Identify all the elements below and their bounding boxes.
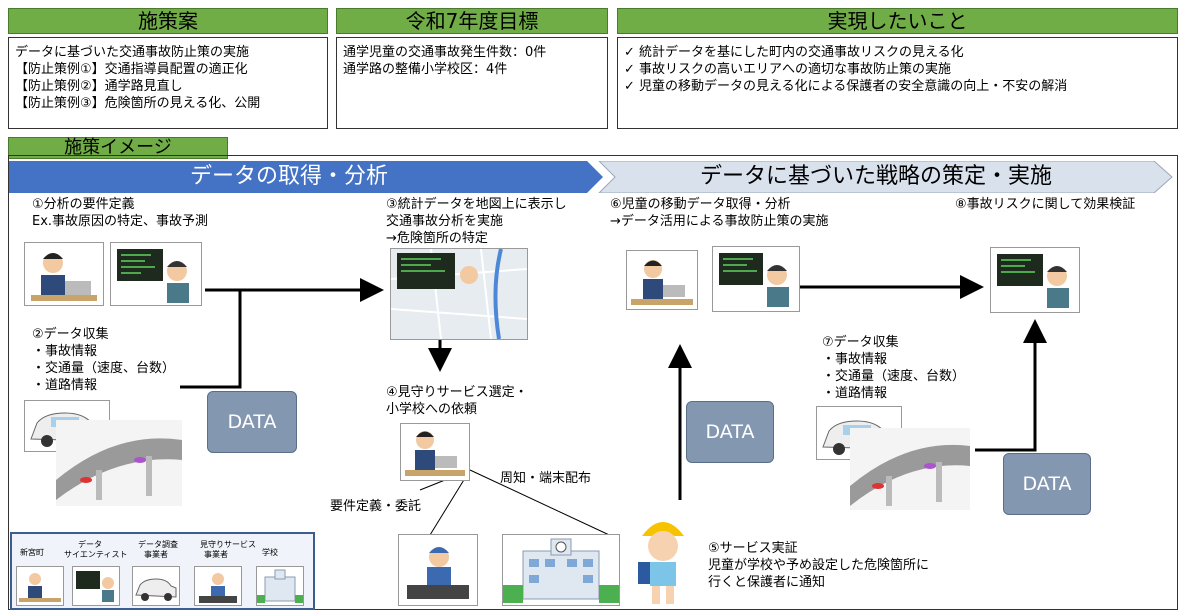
legend-watch-label-1: 見守りサービス [200,540,256,549]
step2-title: ②データ収集 [32,327,109,342]
step3-sub: →危険箇所の特定 [386,231,488,246]
measures-line: 【防止策例②】通学路見直し [15,79,183,94]
step7-item: ・交通量（速度、台数） [822,369,966,384]
school-illustration [502,534,620,606]
arrow-data2-up [975,319,1047,452]
legend-watch-icon [194,566,242,606]
phase1-arrow [9,161,603,193]
goals-line: ✓ 統計データを基にした町内の交通事故リスクの見える化 [624,45,964,60]
step4-sub: 小学校への依頼 [386,402,478,417]
step1-title: ①分析の要件定義 [32,197,135,212]
header-measures: 施策案 [8,8,328,34]
town-staff-illustration [24,242,104,306]
step6-sub: →データ活用による事故防止策の実施 [610,214,829,229]
goals-box: ✓ 統計データを基にした町内の交通事故リスクの見える化 ✓ 事故リスクの高いエリ… [617,37,1178,129]
legend-school-icon [256,566,304,606]
phase-banners [9,161,1173,193]
step2-item: ・事故情報 [32,344,98,359]
phase2-arrow [598,161,1173,193]
road-illustration-2 [850,428,970,510]
phase1-label: データの取得・分析 [190,164,389,189]
legend-town-label: 新宮町 [20,548,44,557]
step4-title: ④見守りサービス選定・ [386,385,528,400]
legend-watch-label-2: 事業者 [204,550,228,559]
step7-title: ⑦データ収集 [822,335,899,350]
step1-sub: Ex.事故原因の特定、事故予測 [32,214,209,229]
legend: 新宮町 データ サイエンティスト データ調査 事業者 見守りサービス 事業者 学… [10,532,315,610]
service-provider-illustration [398,534,478,606]
data-scientist-illustration-3 [990,247,1080,313]
data-scientist-illustration-2 [712,246,800,312]
header-goals: 実現したいこと [617,8,1178,34]
step5-sub: 児童が学校や予め設定した危険箇所に [708,558,930,573]
road-illustration-1 [56,420,182,506]
data-box-3: DATA [1003,453,1091,515]
step7-item: ・事故情報 [822,352,888,367]
image-frame [8,155,1178,610]
step8-title: ⑧事故リスクに関して効果検証 [955,197,1136,212]
line-notice [469,469,621,541]
step5-sub: 行くと保護者に通知 [708,575,826,590]
data-box-2: DATA [686,401,774,463]
goals-line: ✓ 事故リスクの高いエリアへの適切な事故防止策の実施 [624,62,952,77]
notice-label: 周知・端末配布 [500,471,592,486]
legend-survey-icon [132,566,180,606]
goals-line: ✓ 児童の移動データの見える化による保護者の安全意識の向上・不安の解消 [624,79,1068,94]
legend-scientist-label-2: サイエンティスト [64,550,128,559]
measures-line: 【防止策例③】危険箇所の見える化、公開 [15,96,261,111]
header-target: 令和7年度目標 [336,8,608,34]
arrow-data-up [180,290,242,389]
measures-line: 【防止策例①】交通指導員配置の適正化 [15,62,248,77]
measures-line: データに基づいた交通事故防止策の実施 [15,45,250,60]
header-image: 施策イメージ [8,137,228,159]
measures-box: データに基づいた交通事故防止策の実施 【防止策例①】交通指導員配置の適正化 【防… [8,37,328,129]
req-def-label: 要件定義・委託 [330,499,422,514]
map-analysis-illustration [390,248,528,340]
step3-title: ③統計データを地図上に表示し [386,197,567,212]
legend-survey-label-1: データ調査 [138,540,178,549]
step5-title: ⑤サービス実証 [708,541,798,556]
step2-item: ・道路情報 [32,378,98,393]
target-line: 通学路の整備小学校区：4件 [343,62,508,77]
data-box-1: DATA [207,391,297,453]
target-line: 通学児童の交通事故発生件数：0件 [343,45,547,60]
phase2-label: データに基づいた戦略の策定・実施 [700,164,1053,189]
legend-school-label: 学校 [262,548,278,557]
legend-scientist-icon [72,566,120,606]
data-scientist-illustration [110,242,202,306]
legend-town-icon [16,566,64,606]
step3-sub: 交通事故分析を実施 [386,214,504,229]
selection-staff-illustration [400,423,470,481]
step2-item: ・交通量（速度、台数） [32,361,176,376]
step7-item: ・道路情報 [822,386,888,401]
legend-survey-label-2: 事業者 [144,550,168,559]
child-illustration [624,506,702,608]
target-box: 通学児童の交通事故発生件数：0件 通学路の整備小学校区：4件 [336,37,608,129]
legend-scientist-label-1: データ [78,540,102,549]
town-staff-illustration-2 [626,250,698,310]
step6-title: ⑥児童の移動データ取得・分析 [610,197,791,212]
